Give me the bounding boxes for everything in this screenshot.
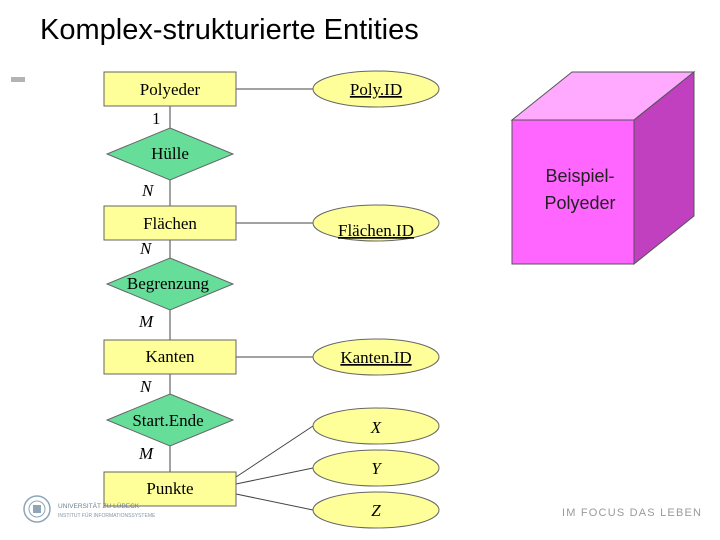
attribute-z: Z	[312, 491, 440, 529]
cardinality-flaechen-begrenzung: N	[139, 239, 153, 258]
connector-lines	[169, 88, 314, 511]
entity-kanten: Kanten	[103, 339, 237, 375]
relationship-startende-label: Start.Ende	[132, 411, 203, 430]
line-punkte-x	[235, 425, 314, 478]
attribute-y: Y	[312, 449, 440, 487]
cardinality-huelle-flaechen: N	[141, 181, 155, 200]
line-punkte-z	[235, 493, 314, 511]
slide-title: Komplex-strukturierte Entities	[40, 14, 419, 46]
cube-label-line2: Polyeder	[544, 193, 615, 213]
attribute-polyid: Poly.ID	[312, 70, 440, 108]
entity-punkte: Punkte	[103, 471, 237, 507]
relationship-begrenzung: Begrenzung	[105, 257, 235, 311]
footer-slogan: IM FOCUS DAS LEBEN	[562, 507, 702, 519]
attribute-z-label: Z	[371, 501, 381, 520]
example-polyeder-cube: Beispiel- Polyeder	[510, 70, 696, 266]
cardinality-polyeder-huelle: 1	[152, 109, 161, 128]
line-punkte-y	[235, 467, 314, 485]
relationship-huelle-label: Hülle	[151, 144, 189, 163]
attribute-polyid-label: Poly.ID	[350, 80, 402, 99]
university-logo: UNIVERSITÄT ZU LÜBECK INSTITUT FÜR INFOR…	[23, 495, 156, 523]
institute-name: INSTITUT FÜR INFORMATIONSSYSTEME	[58, 512, 156, 519]
attribute-y-label: Y	[371, 459, 382, 478]
cardinality-startende-punkte: M	[138, 444, 154, 463]
attribute-x: X	[312, 407, 440, 445]
cube-front-face	[511, 119, 635, 265]
entity-polyeder-label: Polyeder	[140, 80, 201, 99]
entity-flaechen-label: Flächen	[143, 214, 197, 233]
cardinality-begrenzung-kanten: M	[138, 312, 154, 331]
entity-kanten-label: Kanten	[145, 347, 195, 366]
bullet-marker	[11, 77, 25, 82]
relationship-startende: Start.Ende	[105, 393, 235, 447]
entity-polyeder: Polyeder	[103, 71, 237, 107]
entity-punkte-label: Punkte	[146, 479, 193, 498]
attribute-kantenid: Kanten.ID	[312, 338, 440, 376]
attribute-x-label: X	[370, 418, 382, 437]
attribute-flaechenid-label: Flächen.ID	[338, 221, 414, 240]
university-name: UNIVERSITÄT ZU LÜBECK	[58, 502, 140, 510]
cardinality-kanten-startende: N	[139, 377, 153, 396]
cube-label-line1: Beispiel-	[545, 166, 614, 186]
attribute-flaechenid: Flächen.ID	[312, 204, 440, 242]
attribute-kantenid-label: Kanten.ID	[340, 348, 411, 367]
entity-flaechen: Flächen	[103, 205, 237, 241]
relationship-huelle: Hülle	[105, 127, 235, 181]
relationship-begrenzung-label: Begrenzung	[127, 274, 210, 293]
